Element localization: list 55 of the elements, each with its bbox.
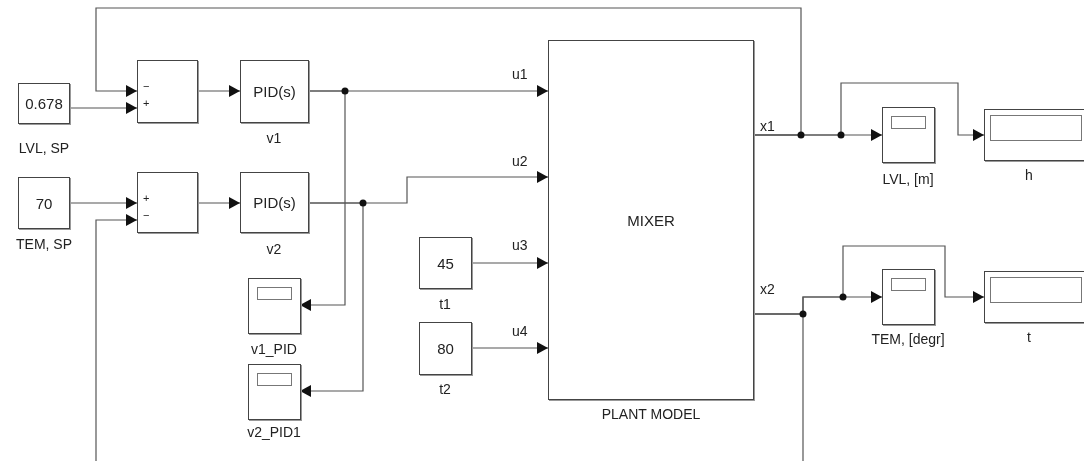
- display-block: [984, 109, 1084, 161]
- signal-arrow: [299, 202, 364, 397]
- signal-arrow: [470, 257, 549, 269]
- sum-block: [137, 60, 198, 123]
- block-name: t1: [439, 296, 451, 312]
- block-name: LVL, [m]: [882, 171, 934, 187]
- sum-block: [137, 172, 198, 233]
- signal-arrow: [95, 7, 802, 136]
- block-name: t2: [439, 381, 451, 397]
- port-sign: +: [143, 98, 150, 109]
- signal-label: x2: [759, 282, 776, 297]
- scope-block: [882, 107, 935, 163]
- signal-label: u2: [511, 154, 529, 169]
- port-sign: +: [143, 193, 150, 204]
- block-name: LVL, SP: [18, 140, 70, 156]
- signal-label: u1: [511, 67, 529, 82]
- block-text: 45: [437, 254, 454, 272]
- constant-block: [419, 237, 472, 289]
- block-text: PID(s): [253, 194, 296, 211]
- block-name: v1_PID: [251, 341, 297, 357]
- block-name: PLANT MODEL: [601, 406, 701, 422]
- block-name: TEM, [degr]: [871, 331, 945, 347]
- signal-label: u4: [511, 324, 529, 339]
- signal-label: u3: [511, 238, 529, 253]
- signal-arrow: [95, 214, 804, 461]
- block-text: 0.678: [25, 95, 63, 112]
- subsystem-block: [548, 40, 754, 400]
- signal-arrow: [68, 197, 138, 209]
- constant-block: [18, 177, 70, 229]
- block-text: 80: [437, 340, 454, 357]
- scope-block: [882, 269, 935, 325]
- constant-block: [419, 322, 472, 375]
- signal-arrow: [470, 342, 549, 354]
- constant-block: [18, 83, 70, 124]
- signal-arrow: [196, 197, 241, 209]
- block-name: TEM, SP: [16, 236, 72, 252]
- block-text: MIXER: [627, 211, 675, 229]
- block-name: v2_PID1: [247, 424, 301, 440]
- pid-controller-block: [240, 60, 309, 123]
- signal-arrow: [68, 102, 138, 114]
- display-block: [984, 271, 1084, 323]
- block-text: 70: [35, 194, 53, 212]
- signal-label: x1: [759, 119, 776, 134]
- scope-block: [248, 278, 301, 334]
- block-name: t: [1027, 329, 1031, 345]
- block-name: h: [1025, 167, 1033, 183]
- port-sign: −: [143, 81, 150, 92]
- block-name: v1: [266, 130, 282, 146]
- signal-arrow: [196, 85, 241, 97]
- block-name: v2: [266, 241, 282, 257]
- port-sign: −: [143, 210, 150, 221]
- pid-controller-block: [240, 172, 309, 233]
- signal-arrow: [299, 90, 346, 311]
- scope-block: [248, 364, 301, 420]
- block-text: PID(s): [253, 83, 296, 100]
